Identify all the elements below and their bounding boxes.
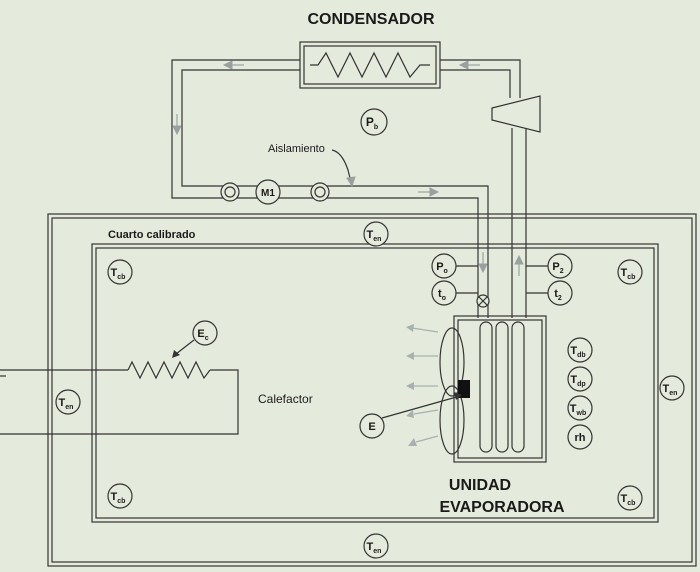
sensor-twb: Twb (567, 395, 593, 421)
sensor-label: Tcb (621, 267, 636, 281)
sensor-label: Tdb (570, 345, 585, 359)
sensor-label: E (368, 421, 375, 433)
sensor-ten-right: Ten (659, 375, 685, 401)
expansion-valve (476, 294, 490, 308)
insulation-label: Aislamiento (268, 143, 325, 155)
sensor-ten-top: Ten (363, 221, 389, 247)
heater (0, 339, 239, 435)
sensor-label: to (438, 288, 446, 302)
sensor-label: Twb (570, 403, 586, 417)
sensor-tcb-br: Tcb (617, 485, 643, 511)
condenser-title: CONDENSADOR (307, 11, 435, 28)
evaporator-unit (439, 315, 547, 463)
sensor-tcb-bl: Tcb (107, 483, 133, 509)
sensor-connectors (456, 265, 548, 294)
sensor-po: Po (431, 253, 457, 279)
liquid-line-devices (220, 179, 330, 205)
sensor-label: Po (436, 261, 448, 275)
calibrated-room-wall-inner (95, 247, 655, 519)
flowmeter-label: M1 (261, 188, 275, 199)
sensor-p2: P2 (547, 253, 573, 279)
sensor-ec: Ec (192, 320, 218, 346)
sensor-to: to (431, 280, 457, 306)
sensor-t2: t2 (547, 280, 573, 306)
calibrated-room-label: Cuarto calibrado (108, 229, 196, 241)
flow-arrows (172, 60, 524, 276)
sensor-ten-left: Ten (55, 389, 81, 415)
sensor-label: Ten (59, 397, 74, 411)
sensor-label: P2 (552, 261, 563, 275)
sensor-label: Tcb (111, 267, 126, 281)
insulation-leader (331, 149, 352, 183)
condenser (299, 41, 441, 89)
sensor-label: Ten (663, 383, 678, 397)
air-flow-arrows (406, 324, 439, 446)
sensor-pb: Pb (360, 108, 388, 136)
refrigerant-piping (171, 59, 527, 318)
sensor-label: Ec (197, 328, 208, 342)
sensor-label: Ten (367, 541, 382, 555)
sensor-label: rh (575, 432, 586, 444)
sensor-label: Pb (366, 115, 378, 131)
sensor-label: Tcb (621, 493, 636, 507)
sensor-label: Ten (367, 229, 382, 243)
sensor-ten-bottom: Ten (363, 533, 389, 559)
heater-label: Calefactor (258, 392, 313, 406)
evaporator-title-line1: UNIDAD (449, 477, 511, 494)
evaporator-title-line2: EVAPORADORA (439, 499, 564, 516)
sensor-tdp: Tdp (567, 366, 593, 392)
sensor-rh: rh (567, 424, 593, 450)
energy-leader (381, 395, 461, 419)
outer-room-wall-inner (51, 217, 693, 563)
sensor-e: E (359, 413, 385, 439)
outer-room-wall (47, 213, 697, 567)
compressor (491, 95, 541, 133)
sensor-tcb-tr: Tcb (617, 259, 643, 285)
sensor-label: Tdp (570, 374, 585, 388)
sensor-tcb-tl: Tcb (107, 259, 133, 285)
sensor-tdb: Tdb (567, 337, 593, 363)
sensor-label: t2 (554, 288, 562, 302)
sensor-label: Tcb (111, 491, 126, 505)
